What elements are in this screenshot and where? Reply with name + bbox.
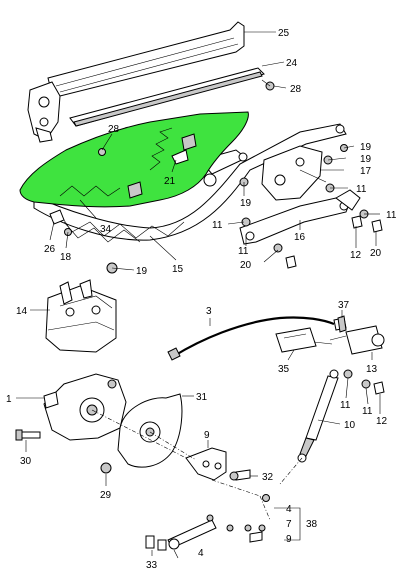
screw-28-top	[261, 79, 275, 91]
callout-11: 11	[386, 210, 397, 221]
callout-28: 28	[108, 124, 120, 135]
cable-3	[167, 316, 347, 361]
callout-7: 7	[286, 519, 292, 530]
callout-35: 35	[278, 364, 290, 375]
callout-11: 11	[340, 400, 351, 411]
callout-19: 19	[360, 142, 372, 153]
callout-37: 37	[338, 300, 350, 311]
callout-18: 18	[60, 252, 72, 263]
callout-11: 11	[212, 220, 223, 231]
bolt-32	[229, 469, 251, 481]
callout-4: 4	[286, 504, 292, 515]
callout-31: 31	[196, 392, 208, 403]
bracket-9	[185, 447, 227, 481]
callout-30: 30	[20, 456, 32, 467]
callout-33: 33	[146, 560, 158, 571]
callout-20: 20	[370, 248, 382, 259]
disk-31	[117, 393, 183, 468]
bracket-17	[261, 145, 327, 201]
callout-9: 9	[204, 430, 210, 441]
motor-13	[329, 325, 385, 355]
cover-34-highlighted	[19, 111, 249, 208]
callout-17: 17	[360, 166, 372, 177]
callout-labels: 25 24 28 28 21 19 19 17 11 19 11 11 20 1…	[6, 28, 397, 571]
callout-32: 32	[262, 472, 274, 483]
bracket-37	[337, 315, 347, 333]
callout-10: 10	[344, 420, 356, 431]
gas-strut-10	[297, 369, 339, 463]
main-arm-15	[33, 123, 347, 243]
callout-29: 29	[100, 490, 112, 501]
nuts-right-mid	[343, 369, 385, 395]
callout-1: 1	[6, 394, 12, 405]
callout-11: 11	[238, 246, 249, 257]
bolt-30	[15, 429, 41, 441]
lever-16	[239, 189, 361, 245]
callout-9: 9	[286, 534, 292, 545]
seal-strip-24	[69, 67, 265, 127]
alignment-lines	[91, 409, 303, 521]
callout-12: 12	[350, 250, 362, 261]
callout-19: 19	[360, 154, 372, 165]
callout-24: 24	[286, 58, 298, 69]
callout-13: 13	[366, 364, 378, 375]
nuts-upper	[49, 144, 383, 274]
callout-19: 19	[240, 198, 252, 209]
callout-19: 19	[136, 266, 148, 277]
frame-rail-25	[27, 21, 245, 143]
small-parts-38	[145, 494, 301, 551]
callout-16: 16	[294, 232, 306, 243]
callout-4: 4	[198, 548, 204, 559]
module-35	[275, 327, 333, 353]
callout-34: 34	[100, 224, 112, 235]
callout-25: 25	[278, 28, 290, 39]
callout-11: 11	[362, 406, 373, 417]
callout-28: 28	[290, 84, 302, 95]
leader-lines	[16, 31, 381, 559]
callout-14: 14	[16, 306, 28, 317]
nut-29	[100, 462, 112, 474]
callout-12: 12	[376, 416, 388, 427]
callout-38: 38	[306, 519, 318, 530]
callout-3: 3	[206, 306, 212, 317]
hinge-plate-1	[43, 373, 127, 441]
bracket-14	[45, 279, 117, 353]
callout-11: 11	[356, 184, 367, 195]
callout-21: 21	[164, 176, 176, 187]
callout-20: 20	[240, 260, 252, 271]
callout-26: 26	[44, 244, 56, 255]
callout-15: 15	[172, 264, 184, 275]
screw-28-left	[98, 148, 106, 156]
